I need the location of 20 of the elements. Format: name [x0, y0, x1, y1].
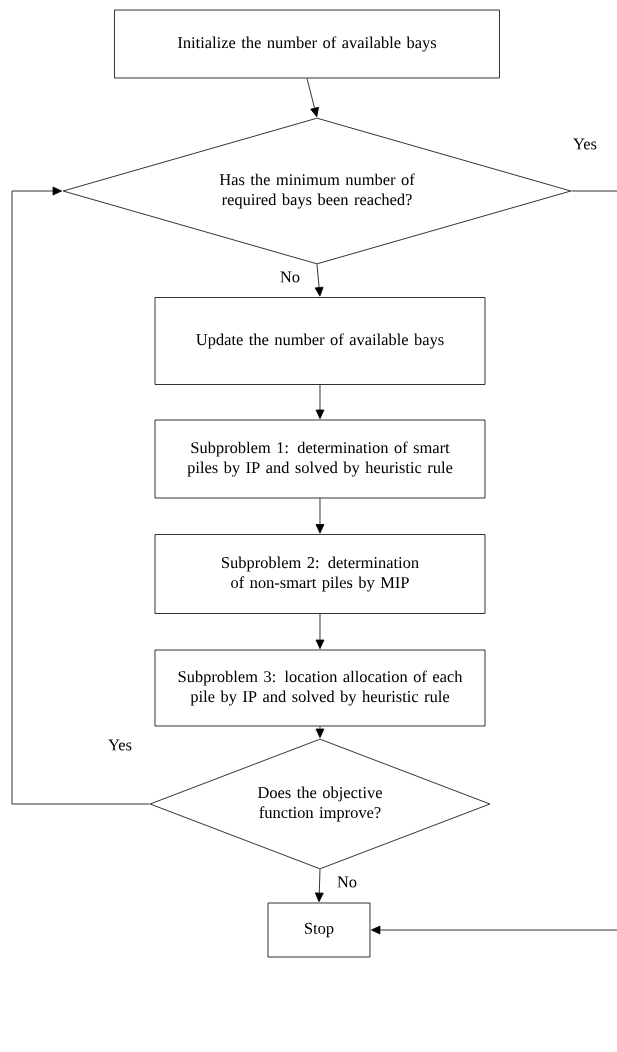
- arrow: [315, 498, 325, 534]
- process-box: Subproblem 2: determination of non-smart piles by MIP: [154, 534, 486, 614]
- process-box: Subproblem 1: determination of smart piles by IP and solved by heuristic rule: [154, 419, 486, 499]
- arrow: [315, 613, 325, 650]
- arrow: [315, 384, 325, 420]
- process-box: Initialize the number of available bays: [114, 9, 500, 79]
- edge-label: No: [335, 875, 359, 889]
- edge-label: No: [278, 270, 302, 284]
- arrow: [306, 78, 319, 118]
- edge-label: Yes: [107, 738, 133, 752]
- arrow: [314, 264, 324, 297]
- arrow: [314, 869, 324, 903]
- arrow: [370, 925, 617, 935]
- process-box: Subproblem 3: location allocation of each pile by IP and solved by heuristic rule: [154, 649, 486, 727]
- arrow: [11, 186, 150, 805]
- process-box: Stop: [267, 902, 371, 958]
- arrow: [315, 726, 325, 739]
- connector-line: [571, 190, 617, 192]
- process-box: Update the number of available bays: [154, 297, 486, 385]
- edge-label: Yes: [572, 137, 598, 151]
